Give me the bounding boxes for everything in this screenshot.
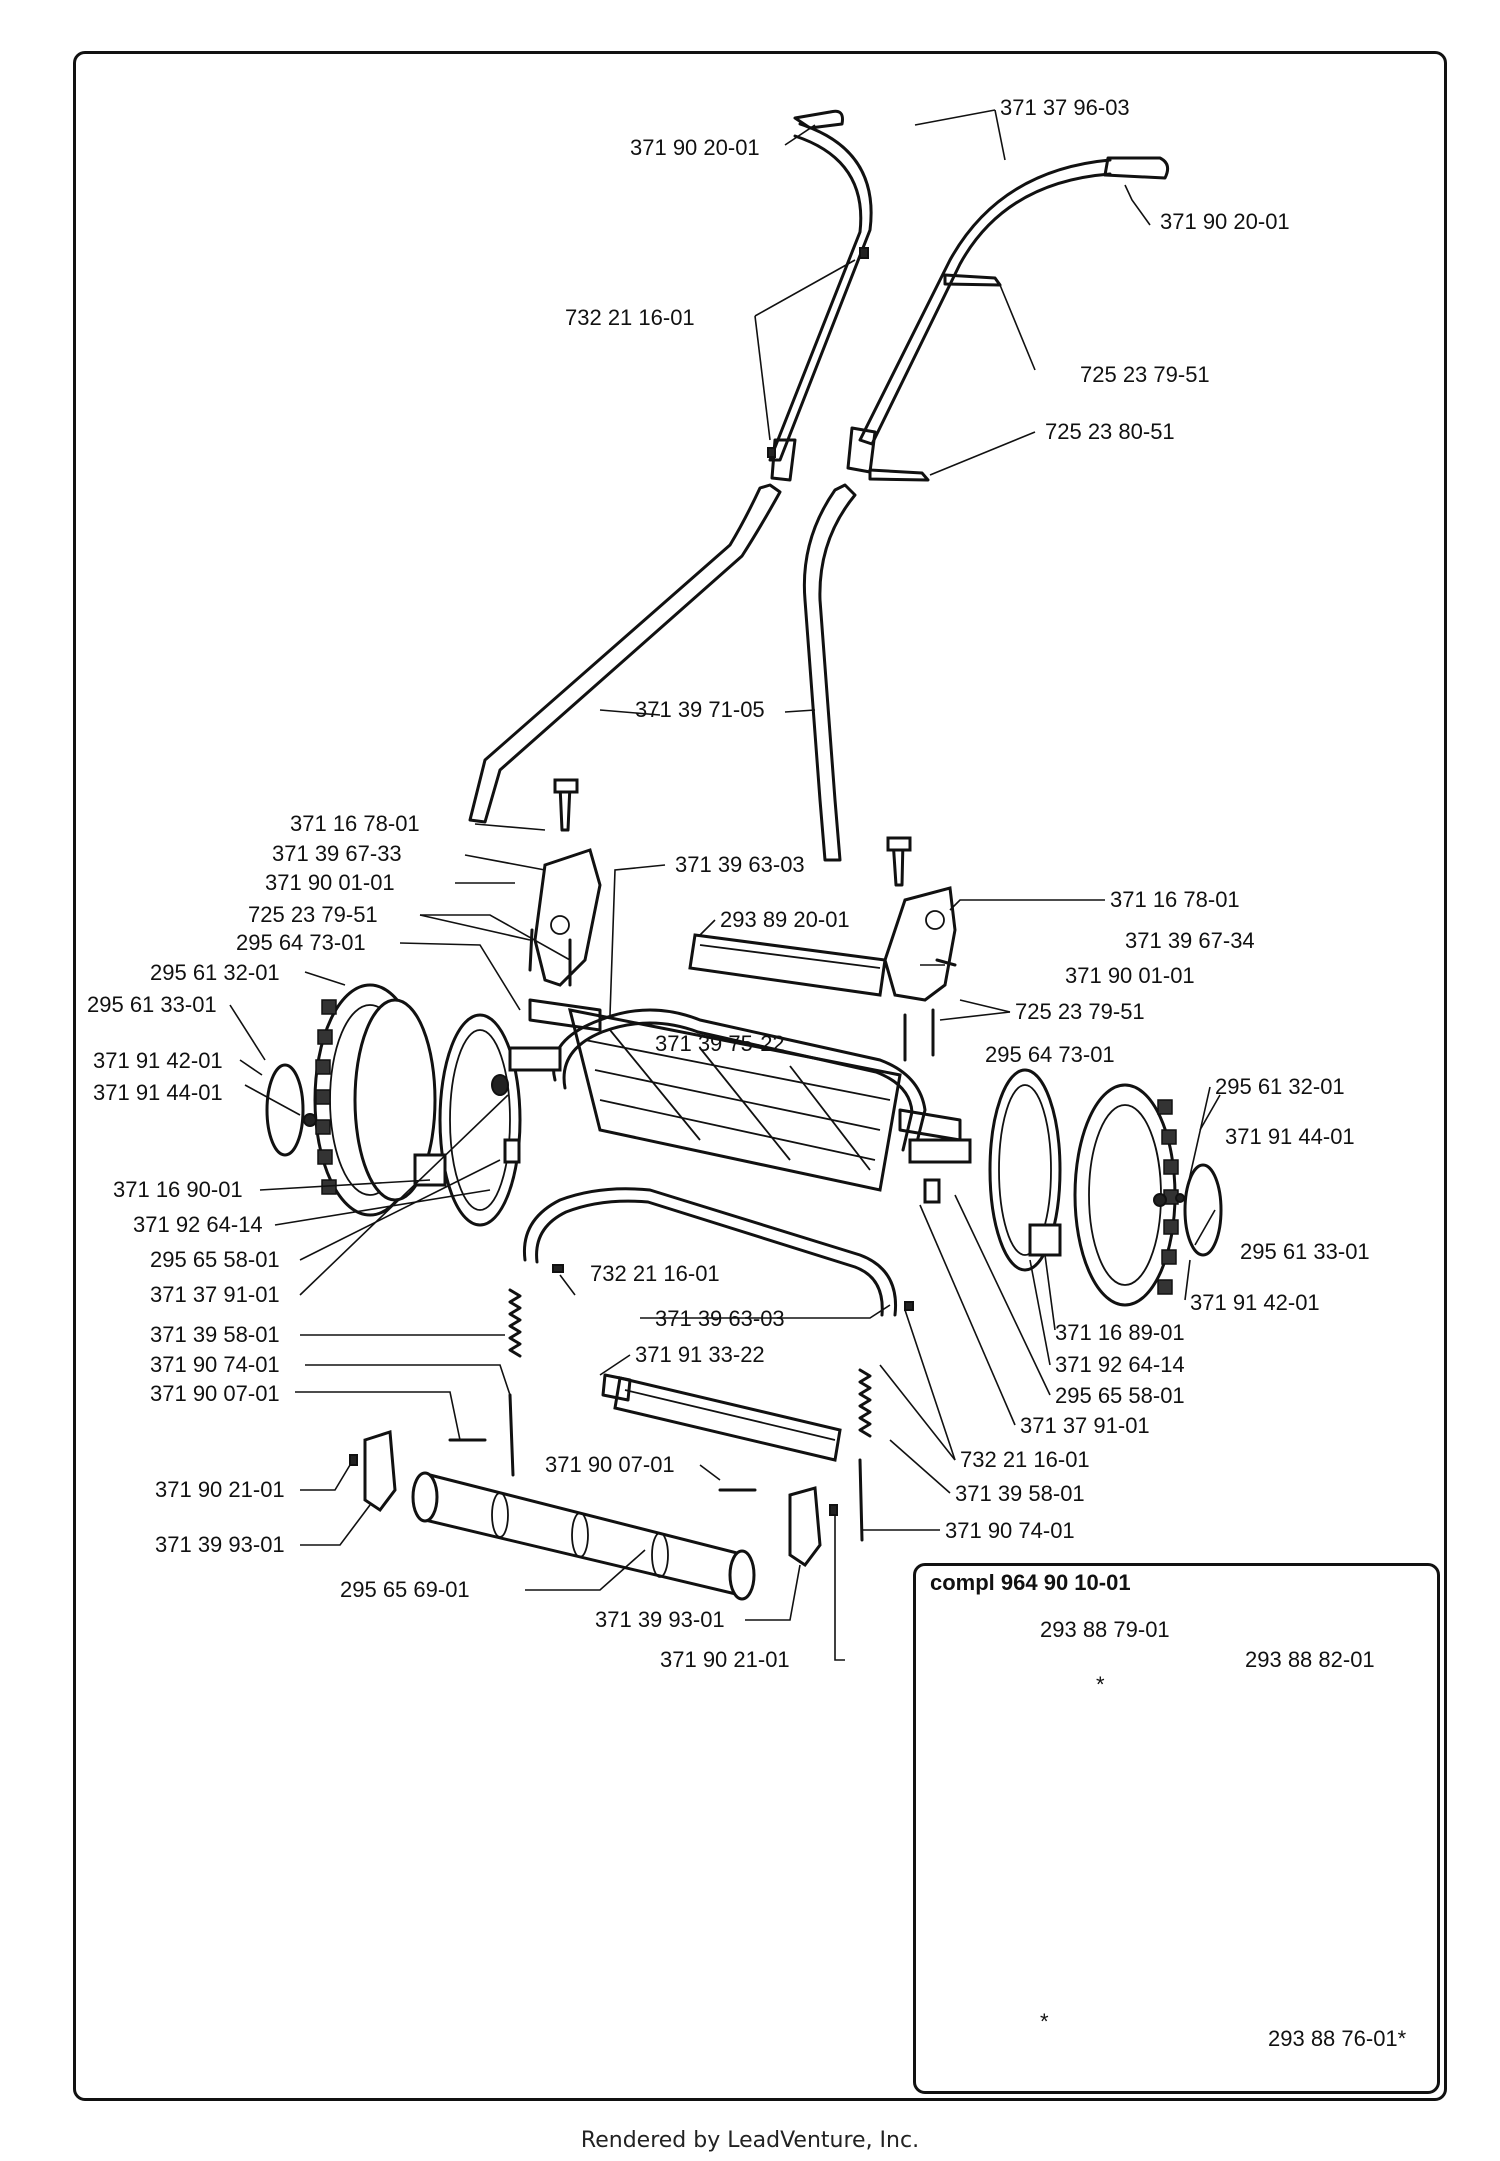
- bolt-lower-left: [508, 1393, 515, 1477]
- part-label: 371 91 42-01: [1190, 1290, 1320, 1315]
- left-wheel: [265, 983, 437, 1217]
- part-label: 371 91 42-01: [93, 1048, 223, 1073]
- part-label: 371 39 67-33: [272, 841, 402, 866]
- part-label: 371 90 74-01: [150, 1352, 280, 1377]
- part-label: 295 65 58-01: [150, 1247, 280, 1272]
- bed-knife: [601, 1373, 842, 1462]
- part-label: 293 88 79-01: [1040, 1617, 1170, 1642]
- part-label: 725 23 80-51: [1045, 419, 1175, 444]
- part-label: *: [1096, 1672, 1105, 1697]
- roller: [411, 1471, 756, 1601]
- part-label: 371 91 33-22: [635, 1342, 765, 1367]
- right-handle-lower: [802, 483, 857, 862]
- part-label: 295 64 73-01: [985, 1042, 1115, 1067]
- part-label: 371 16 89-01: [1055, 1320, 1185, 1345]
- part-label: 295 64 73-01: [236, 930, 366, 955]
- part-label: 371 91 44-01: [1225, 1124, 1355, 1149]
- part-label: 371 90 74-01: [945, 1518, 1075, 1543]
- part-label: 371 90 20-01: [1160, 209, 1290, 234]
- left-bushing: [491, 1074, 509, 1096]
- part-label: 371 39 58-01: [150, 1322, 280, 1347]
- right-nut: [829, 1504, 838, 1516]
- bolt-a: [528, 928, 534, 972]
- part-label: *: [1040, 2009, 1049, 2034]
- part-label: 295 61 32-01: [150, 960, 280, 985]
- frame-tube-top: [552, 1008, 927, 1152]
- left-hubcap: [438, 1013, 522, 1227]
- part-label: 295 61 32-01: [1215, 1074, 1345, 1099]
- part-label: 371 39 71-05: [635, 697, 765, 722]
- right-hubcap: [988, 1068, 1062, 1272]
- left-axle-stub: [508, 1046, 562, 1072]
- part-label: 732 21 16-01: [565, 305, 695, 330]
- part-label: 371 39 67-34: [1125, 928, 1255, 953]
- left-handle-lower: [468, 483, 782, 824]
- leader-lines: [229, 109, 1260, 2041]
- part-label: 371 91 44-01: [93, 1080, 223, 1105]
- part-label: 371 37 91-01: [150, 1282, 280, 1307]
- right-tire-tread: [1157, 1099, 1179, 1295]
- part-label: 371 16 78-01: [290, 811, 420, 836]
- bolt-lower: [868, 468, 930, 482]
- right-axle-stub: [908, 1138, 972, 1164]
- part-label: 371 90 21-01: [155, 1477, 285, 1502]
- left-nut: [349, 1454, 358, 1466]
- part-label: 295 61 33-01: [1240, 1239, 1370, 1264]
- diagram-frame: [73, 51, 1447, 2101]
- small-pin-1: [552, 1264, 564, 1273]
- part-label: 371 39 93-01: [595, 1607, 725, 1632]
- part-label: 371 16 90-01: [113, 1177, 243, 1202]
- pin-upper: [859, 247, 869, 259]
- part-label: 371 90 07-01: [150, 1381, 280, 1406]
- part-label: 725 23 79-51: [248, 902, 378, 927]
- bolt-lower-right: [858, 1458, 864, 1542]
- part-label: 371 90 21-01: [660, 1647, 790, 1672]
- part-label: 371 90 01-01: [265, 870, 395, 895]
- part-label: 293 88 82-01: [1245, 1647, 1375, 1672]
- part-label: 371 92 64-14: [1055, 1352, 1185, 1377]
- part-label: 725 23 79-51: [1015, 999, 1145, 1024]
- part-label: 295 61 33-01: [87, 992, 217, 1017]
- part-label: 371 39 58-01: [955, 1481, 1085, 1506]
- frame-tube-bottom: [522, 1187, 898, 1317]
- part-label: 732 21 16-01: [590, 1261, 720, 1286]
- part-label: 371 90 01-01: [1065, 963, 1195, 988]
- part-label: 295 65 69-01: [340, 1577, 470, 1602]
- left-side-plate: [533, 778, 602, 987]
- front-bar: [688, 933, 887, 997]
- left-handle-upper: [768, 109, 873, 482]
- right-roller-bracket: [788, 1486, 822, 1568]
- part-label: 371 39 63-03: [655, 1306, 785, 1331]
- right-side-plate: [883, 836, 957, 1002]
- pin-e: [935, 958, 957, 967]
- part-label: 371 39 63-03: [675, 852, 805, 877]
- right-wheel: [1073, 1083, 1223, 1307]
- pin-lower: [767, 447, 776, 458]
- grass-catcher-inset: [913, 1563, 1440, 2094]
- part-label: 371 37 96-03: [1000, 95, 1130, 120]
- small-pin-2: [904, 1301, 914, 1311]
- inset-title: compl 964 90 10-01: [930, 1570, 1131, 1595]
- right-gear: [1028, 1223, 1062, 1257]
- part-label: 371 16 78-01: [1110, 887, 1240, 912]
- part-label: 725 23 79-51: [1080, 362, 1210, 387]
- part-label: 293 88 76-01*: [1268, 2026, 1407, 2051]
- part-label: 371 37 91-01: [1020, 1413, 1150, 1438]
- part-label: 371 39 75-22: [655, 1031, 785, 1056]
- part-label: 371 92 64-14: [133, 1212, 263, 1237]
- part-label: 732 21 16-01: [960, 1447, 1090, 1472]
- right-spacer: [923, 1178, 941, 1204]
- part-label: 295 65 58-01: [1055, 1383, 1185, 1408]
- left-spacer: [503, 1138, 521, 1164]
- left-tire-tread: [315, 999, 337, 1195]
- part-label: 293 89 20-01: [720, 907, 850, 932]
- footer-credit: Rendered by LeadVenture, Inc.: [580, 2128, 920, 2153]
- left-spring: [508, 1288, 522, 1358]
- left-roller-bracket: [363, 1429, 397, 1513]
- part-label: 371 39 93-01: [155, 1532, 285, 1557]
- part-label: 371 90 20-01: [630, 135, 760, 160]
- right-spring: [858, 1368, 872, 1438]
- part-label: 371 90 07-01: [545, 1452, 675, 1477]
